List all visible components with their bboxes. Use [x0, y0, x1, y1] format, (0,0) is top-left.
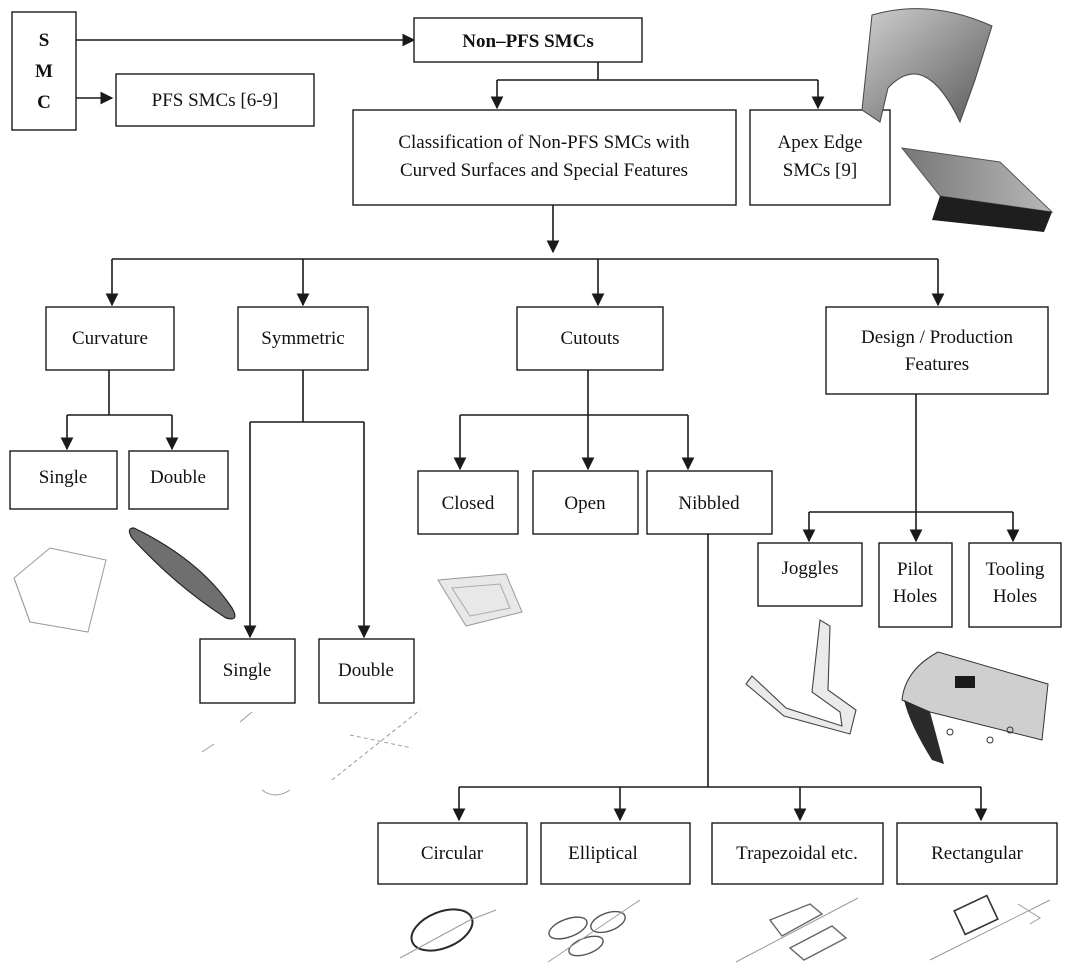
non-pfs-label: Non–PFS SMCs — [462, 31, 593, 52]
holes-part-image — [901, 651, 1049, 764]
symmetric-single-node: Single — [199, 638, 296, 704]
pilot-line-2: Holes — [893, 586, 937, 607]
apex-edge-node: Apex Edge SMCs [9] — [749, 109, 891, 206]
smc-letter-c: C — [37, 92, 51, 113]
curvature-label: Curvature — [72, 328, 148, 349]
design-production-node: Design / Production Features — [825, 306, 1049, 395]
rectangular-node: Rectangular — [896, 822, 1058, 885]
curved-surface-part-image — [861, 8, 993, 124]
design-line-1: Design / Production — [861, 327, 1013, 348]
circular-node: Circular — [377, 822, 528, 885]
pilot-line-1: Pilot — [897, 559, 934, 580]
classification-node: Classification of Non-PFS SMCs with Curv… — [352, 109, 737, 206]
smc-letter-s: S — [39, 30, 50, 51]
symmetric-single-label: Single — [223, 660, 272, 681]
curvature-single-label: Single — [39, 467, 88, 488]
single-curvature-part-image — [13, 547, 107, 633]
tooling-line-2: Holes — [993, 586, 1037, 607]
joggle-part-image — [745, 619, 857, 735]
circular-label: Circular — [421, 843, 484, 864]
elliptical-label: Elliptical — [568, 843, 638, 864]
tooling-holes-node: Tooling Holes — [968, 542, 1062, 628]
connectors — [60, 33, 1020, 822]
symmetric-label: Symmetric — [261, 328, 344, 349]
joggles-node: Joggles — [757, 542, 863, 607]
tooling-line-1: Tooling — [986, 559, 1045, 580]
circular-cutout-part-image — [399, 908, 497, 959]
double-curvature-part-image — [128, 527, 236, 620]
apex-line-2: SMCs [9] — [783, 160, 857, 181]
closed-label: Closed — [442, 493, 495, 514]
rectangular-cutout-part-image — [929, 894, 1051, 961]
curvature-double-label: Double — [150, 467, 206, 488]
apex-edge-part-image — [900, 147, 1054, 232]
symmetric-double-label: Double — [338, 660, 394, 681]
design-line-2: Features — [905, 354, 969, 375]
open-node: Open — [532, 470, 639, 535]
cutouts-node: Cutouts — [516, 306, 664, 371]
cutout-part-image — [437, 573, 523, 627]
symmetric-double-node: Double — [318, 638, 415, 704]
cutouts-label: Cutouts — [560, 328, 619, 349]
nibbled-node: Nibbled — [646, 470, 773, 535]
curvature-single-node: Single — [9, 450, 118, 510]
pfs-smcs-node: PFS SMCs [6-9] — [115, 73, 315, 127]
classification-line-2: Curved Surfaces and Special Features — [400, 160, 688, 181]
curvature-node: Curvature — [45, 306, 175, 371]
smc-letter-m: M — [35, 61, 53, 82]
symmetric-node: Symmetric — [237, 306, 369, 371]
symmetric-double-part-image — [331, 709, 421, 781]
apex-line-1: Apex Edge — [778, 132, 863, 153]
trapezoidal-label: Trapezoidal etc. — [736, 843, 858, 864]
elliptical-node: Elliptical — [540, 822, 691, 885]
classification-line-1: Classification of Non-PFS SMCs with — [398, 132, 690, 153]
joggles-label: Joggles — [782, 558, 839, 579]
open-label: Open — [564, 493, 606, 514]
non-pfs-smcs-node: Non–PFS SMCs — [413, 17, 643, 63]
trapezoidal-cutout-part-image — [735, 897, 859, 963]
smc-node: S M C — [11, 11, 77, 131]
rectangular-label: Rectangular — [931, 843, 1023, 864]
nibbled-label: Nibbled — [678, 493, 740, 514]
pilot-holes-node: Pilot Holes — [878, 542, 953, 628]
closed-node: Closed — [417, 470, 519, 535]
symmetric-single-part-image — [201, 711, 291, 796]
trapezoidal-node: Trapezoidal etc. — [711, 822, 884, 885]
curvature-double-node: Double — [128, 450, 229, 510]
pfs-label: PFS SMCs [6-9] — [152, 90, 279, 111]
elliptical-cutout-part-image — [547, 899, 641, 963]
